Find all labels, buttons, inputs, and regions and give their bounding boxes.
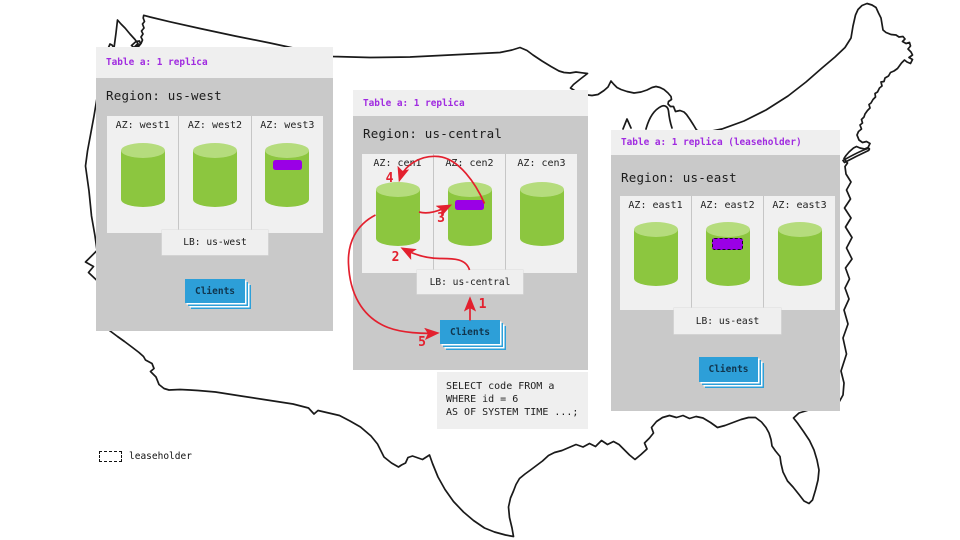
cylinder-shape (120, 143, 165, 207)
az-cell-east2: AZ: east2 (691, 196, 763, 310)
flow-step-2: 2 (391, 249, 400, 265)
az-cell-west3: AZ: west3 (250, 116, 323, 233)
cylinder-shape (633, 222, 678, 286)
cylinder-shape (375, 182, 420, 246)
sql-line-3: AS OF SYSTEM TIME ...; (446, 407, 579, 418)
region-title-east: Region: us-east (621, 170, 737, 185)
database-cylinder-cen3 (519, 182, 564, 246)
table-banner-east: Table a: 1 replica (leaseholder) (611, 130, 840, 155)
az-cell-east1: AZ: east1 (620, 196, 691, 310)
table-banner-central: Table a: 1 replica (353, 90, 588, 116)
az-label-east2: AZ: east2 (700, 200, 755, 211)
flow-step-3: 3 (437, 211, 445, 226)
load-balancer-central: LB: us-central (417, 270, 523, 294)
table-banner-central-label: Table a: 1 replica (363, 97, 465, 109)
sql-line-1: SELECT code FROM a (446, 381, 555, 392)
leaseholder-swatch-icon (99, 451, 122, 462)
az-panel-east: AZ: east1 AZ: east2 (620, 196, 835, 310)
leaseholder-replica-east2 (712, 237, 743, 250)
az-label-east1: AZ: east1 (628, 200, 683, 211)
region-us-central: Table a: 1 replica Region: us-central AZ… (353, 90, 588, 370)
clients-box-east[interactable]: Clients (699, 357, 758, 382)
az-cell-west2: AZ: west2 (178, 116, 250, 233)
replica-range-cen2 (455, 200, 484, 210)
cylinder-shape (265, 143, 310, 207)
region-title-central: Region: us-central (363, 126, 503, 141)
database-cylinder-east3 (777, 222, 822, 286)
flow-step-1: 1 (478, 297, 487, 312)
clients-box-west[interactable]: Clients (185, 279, 245, 303)
legend-label: leaseholder (129, 451, 192, 462)
az-label-west3: AZ: west3 (260, 120, 315, 131)
clients-box-central[interactable]: Clients (440, 320, 500, 344)
flow-step-4: 4 (385, 171, 394, 186)
az-panel-west: AZ: west1 AZ: west2 AZ: (107, 116, 323, 233)
load-balancer-east: LB: us-east (674, 308, 781, 334)
az-label-west2: AZ: west2 (187, 120, 243, 131)
cylinder-shape (447, 182, 492, 246)
database-cylinder-east1 (633, 222, 678, 286)
table-banner-east-label: Table a: 1 replica (leaseholder) (621, 137, 802, 148)
sql-statement-box: SELECT code FROM a WHERE id = 6 AS OF SY… (437, 372, 588, 429)
az-cell-cen3: AZ: cen3 (505, 154, 577, 273)
table-banner-west-label: Table a: 1 replica (106, 57, 208, 68)
az-label-cen3: AZ: cen3 (517, 158, 566, 169)
az-label-cen1: AZ: cen1 (373, 158, 422, 169)
cylinder-shape (705, 222, 750, 286)
region-us-west: Table a: 1 replica Region: us-west AZ: w… (96, 47, 333, 331)
cylinder-shape (519, 182, 564, 246)
region-title-west: Region: us-west (106, 88, 222, 103)
az-label-east3: AZ: east3 (772, 200, 827, 211)
az-cell-east3: AZ: east3 (763, 196, 835, 310)
replica-range-west3 (272, 160, 302, 170)
legend-leaseholder: leaseholder (99, 451, 192, 462)
database-cylinder-east2 (705, 222, 750, 286)
database-cylinder-cen1 (375, 182, 420, 246)
az-label-west1: AZ: west1 (115, 120, 170, 131)
load-balancer-west: LB: us-west (162, 230, 268, 255)
cylinder-shape (777, 222, 822, 286)
database-cylinder-west2 (192, 143, 237, 207)
az-label-cen2: AZ: cen2 (445, 158, 494, 169)
database-cylinder-cen2 (447, 182, 492, 246)
region-us-east: Table a: 1 replica (leaseholder) Region:… (611, 130, 840, 411)
table-banner-west: Table a: 1 replica (96, 47, 333, 78)
az-cell-west1: AZ: west1 (107, 116, 178, 233)
database-cylinder-west3 (265, 143, 310, 207)
cylinder-shape (192, 143, 237, 207)
database-cylinder-west1 (120, 143, 165, 207)
flow-step-5: 5 (418, 335, 426, 350)
sql-line-2: WHERE id = 6 (446, 394, 519, 405)
